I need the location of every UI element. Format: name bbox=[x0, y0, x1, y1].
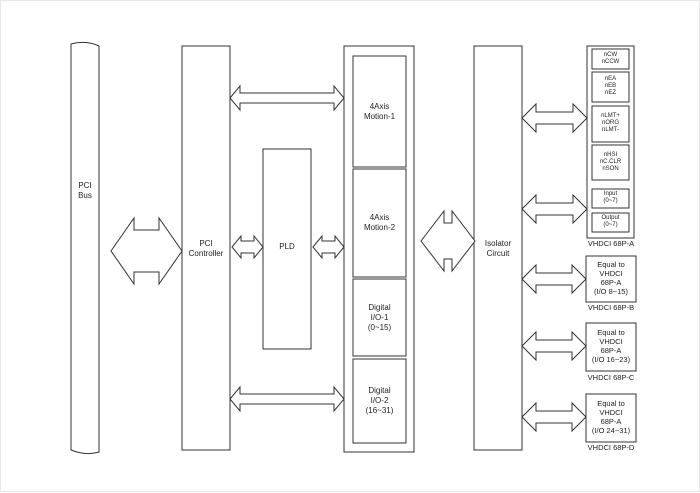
connector-a-caption: VHDCI 68P-A bbox=[587, 239, 635, 248]
conn-a-signal-label-2: nEA nEB nEZ bbox=[604, 76, 617, 96]
conn-a-signal-label-5: Input (0~7) bbox=[603, 191, 618, 204]
pld-block bbox=[262, 148, 312, 350]
arrow-bus-controller bbox=[110, 216, 183, 286]
conn-a-signal-label-3: nLMT+ nORG nLMT- bbox=[601, 113, 620, 133]
arrow-isolator-conn-d bbox=[521, 401, 587, 433]
arrow-pld-motion bbox=[312, 234, 345, 260]
connector-c-box bbox=[585, 322, 637, 372]
arrow-isolator-conn-b bbox=[521, 263, 587, 295]
dio1-label: Digital I/O-1 (0~15) bbox=[367, 303, 392, 332]
arrow-controller-pld bbox=[231, 234, 264, 260]
conn-a-signal-label-6: Output (0~7) bbox=[601, 215, 620, 228]
conn-a-sig-6 bbox=[591, 212, 630, 233]
dio1-box bbox=[352, 278, 407, 357]
pci-controller-label: PCI Controller bbox=[188, 239, 224, 258]
connector-b-text: Equal to VHDCI 68P-A (I/O 8~15) bbox=[594, 260, 628, 296]
conn-a-sig-3 bbox=[591, 105, 630, 143]
arrow-isolator-conn-a2 bbox=[521, 193, 588, 225]
dio2-label: Digital I/O-2 (16~31) bbox=[365, 386, 394, 415]
pci-bus-block bbox=[70, 41, 100, 455]
connector-d-box bbox=[585, 393, 637, 443]
pld-label: PLD bbox=[279, 242, 295, 251]
pci-controller-block bbox=[181, 45, 231, 451]
conn-a-sig-2 bbox=[591, 71, 630, 103]
isolator-block bbox=[473, 45, 523, 451]
conn-a-signal-label-1: nCW nCCW bbox=[601, 52, 620, 65]
isolator-label: Isolator Circuit bbox=[484, 239, 512, 258]
connector-b-box bbox=[585, 255, 637, 303]
motion2-label: 4Axis Motion-2 bbox=[363, 213, 396, 232]
connector-c-text: Equal to VHDCI 68P-A (I/O 16~23) bbox=[591, 328, 631, 364]
connector-b-caption: VHDCI 68P-B bbox=[587, 303, 635, 312]
motion2-box bbox=[352, 168, 407, 278]
arrow-isolator-conn-a1 bbox=[521, 102, 588, 134]
conn-a-sig-1 bbox=[591, 48, 630, 70]
arrow-controller-motion-top bbox=[229, 84, 345, 112]
conn-a-sig-5 bbox=[591, 188, 630, 209]
arrow-motion-isolator bbox=[420, 209, 476, 273]
motion1-box bbox=[352, 55, 407, 168]
connector-c-caption: VHDCI 68P-C bbox=[587, 373, 635, 382]
motion1-label: 4Axis Motion-1 bbox=[363, 102, 396, 121]
conn-a-signal-label-4: nHSI nC.CLR nSON bbox=[599, 152, 622, 172]
arrow-isolator-conn-c bbox=[521, 330, 587, 362]
arrow-controller-dio-bottom bbox=[229, 385, 345, 413]
pci-bus-label: PCI Bus bbox=[78, 181, 92, 200]
dio2-box bbox=[352, 358, 407, 444]
connector-d-text: Equal to VHDCI 68P-A (I/O 24~31) bbox=[591, 399, 631, 435]
conn-a-sig-4 bbox=[591, 144, 630, 181]
connector-d-caption: VHDCI 68P-D bbox=[587, 443, 635, 452]
